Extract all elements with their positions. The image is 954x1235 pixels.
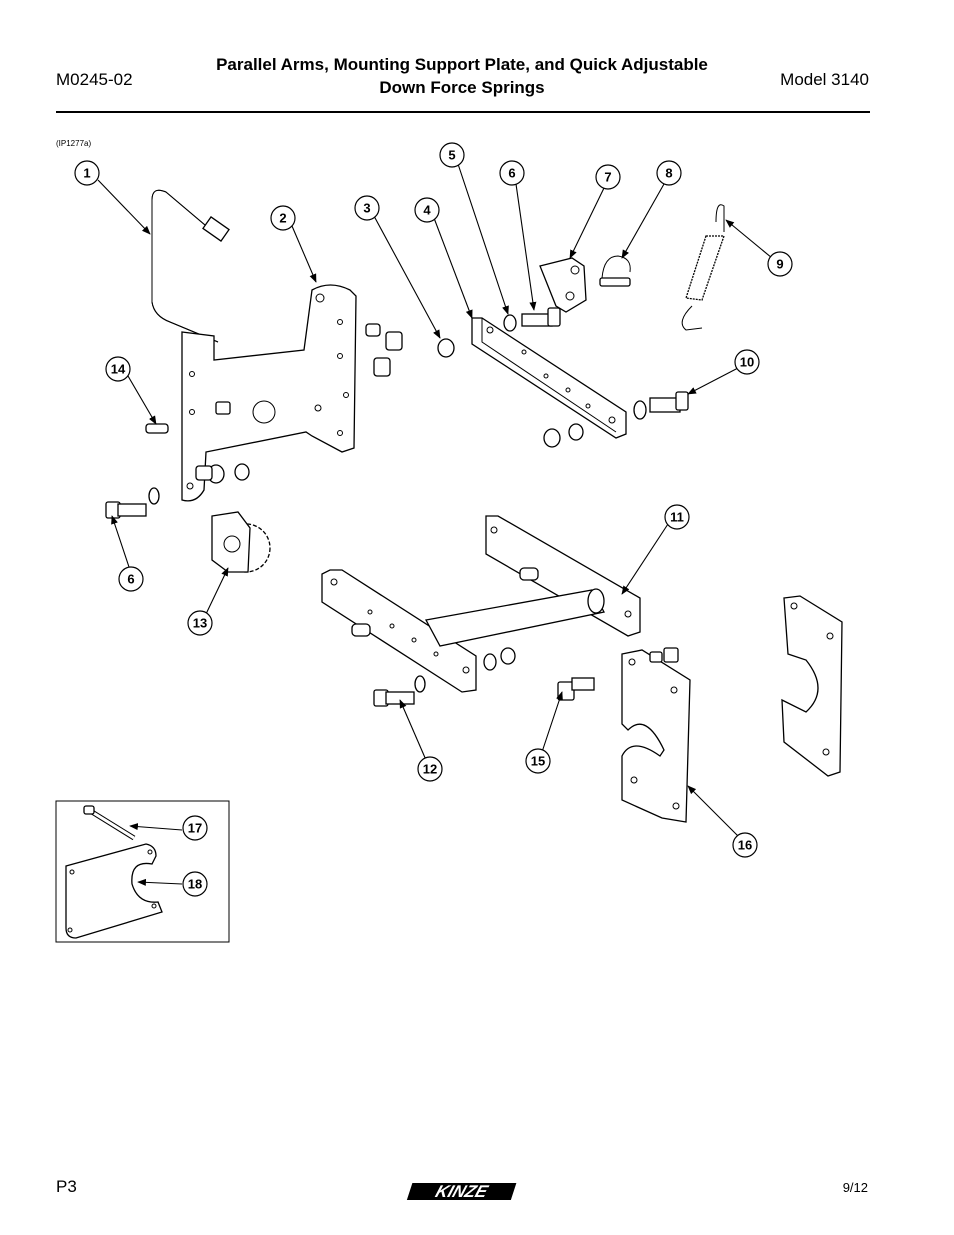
leader-lines	[97, 163, 773, 886]
callout-5: 5	[439, 142, 465, 168]
part-15-bolt	[557, 677, 595, 701]
svg-text:10: 10	[740, 355, 754, 370]
svg-text:5: 5	[448, 148, 455, 163]
svg-text:18: 18	[188, 877, 202, 892]
part-11-lower-arm-assembly	[321, 515, 641, 693]
svg-text:9: 9	[776, 257, 783, 272]
svg-text:16: 16	[738, 838, 752, 853]
callout-17: 17	[182, 815, 208, 841]
part-7-bracket	[539, 257, 587, 313]
title-line-1: Parallel Arms, Mounting Support Plate, a…	[216, 55, 708, 74]
part-5-6-washer-bolt	[503, 307, 561, 332]
part-13-sprocket	[211, 511, 271, 573]
header-rule	[56, 111, 870, 113]
part-12-bolt	[373, 675, 426, 707]
callout-6b: 6	[118, 566, 144, 592]
document-number: M0245-02	[56, 70, 133, 89]
page-title: Parallel Arms, Mounting Support Plate, a…	[160, 53, 764, 99]
part-17-bolt	[83, 805, 136, 841]
kinze-logo: KINZE	[406, 1181, 517, 1201]
callout-16: 16	[732, 832, 758, 858]
part-8-pin-clip	[599, 255, 631, 287]
part-10-bolt	[633, 391, 689, 420]
svg-text:8: 8	[665, 166, 672, 181]
callout-12: 12	[417, 756, 443, 782]
part-9-spring	[681, 204, 725, 331]
part-2-mounting-plate	[181, 284, 357, 502]
svg-text:6: 6	[508, 166, 515, 181]
svg-text:17: 17	[188, 821, 202, 836]
svg-text:13: 13	[193, 616, 207, 631]
part-4-upper-arm	[471, 317, 627, 448]
callout-15: 15	[525, 748, 551, 774]
revision-date: 9/12	[842, 1180, 868, 1195]
callout-14: 14	[105, 356, 131, 382]
callout-3: 3	[354, 195, 380, 221]
part-16-plates	[621, 595, 843, 823]
title-line-2: Down Force Springs	[379, 78, 545, 97]
part-18-plate	[65, 843, 163, 939]
svg-text:2: 2	[279, 211, 286, 226]
callout-7: 7	[595, 164, 621, 190]
svg-text:15: 15	[531, 754, 545, 769]
callout-6a: 6	[499, 160, 525, 186]
svg-text:7: 7	[604, 170, 611, 185]
svg-text:14: 14	[111, 362, 126, 377]
part-3-bushing	[365, 323, 455, 377]
svg-text:11: 11	[670, 510, 684, 525]
callout-1: 1	[74, 160, 100, 186]
page-number: P3	[56, 1177, 77, 1196]
callout-10: 10	[734, 349, 760, 375]
callout-9: 9	[767, 251, 793, 277]
hardware-nuts-left	[105, 423, 250, 519]
svg-text:KINZE: KINZE	[433, 1181, 492, 1200]
svg-text:6: 6	[127, 572, 134, 587]
svg-text:1: 1	[83, 166, 90, 181]
callout-11: 11	[664, 504, 690, 530]
model-label: Model 3140	[780, 70, 869, 89]
figure-id: (IP1277a)	[56, 139, 92, 148]
svg-text:12: 12	[423, 762, 437, 777]
callout-8: 8	[656, 160, 682, 186]
callout-18: 18	[182, 871, 208, 897]
svg-text:3: 3	[363, 201, 370, 216]
part-1-u-bolt	[151, 189, 230, 343]
callout-13: 13	[187, 610, 213, 636]
callout-2: 2	[270, 205, 296, 231]
svg-text:4: 4	[423, 203, 431, 218]
callout-4: 4	[414, 197, 440, 223]
